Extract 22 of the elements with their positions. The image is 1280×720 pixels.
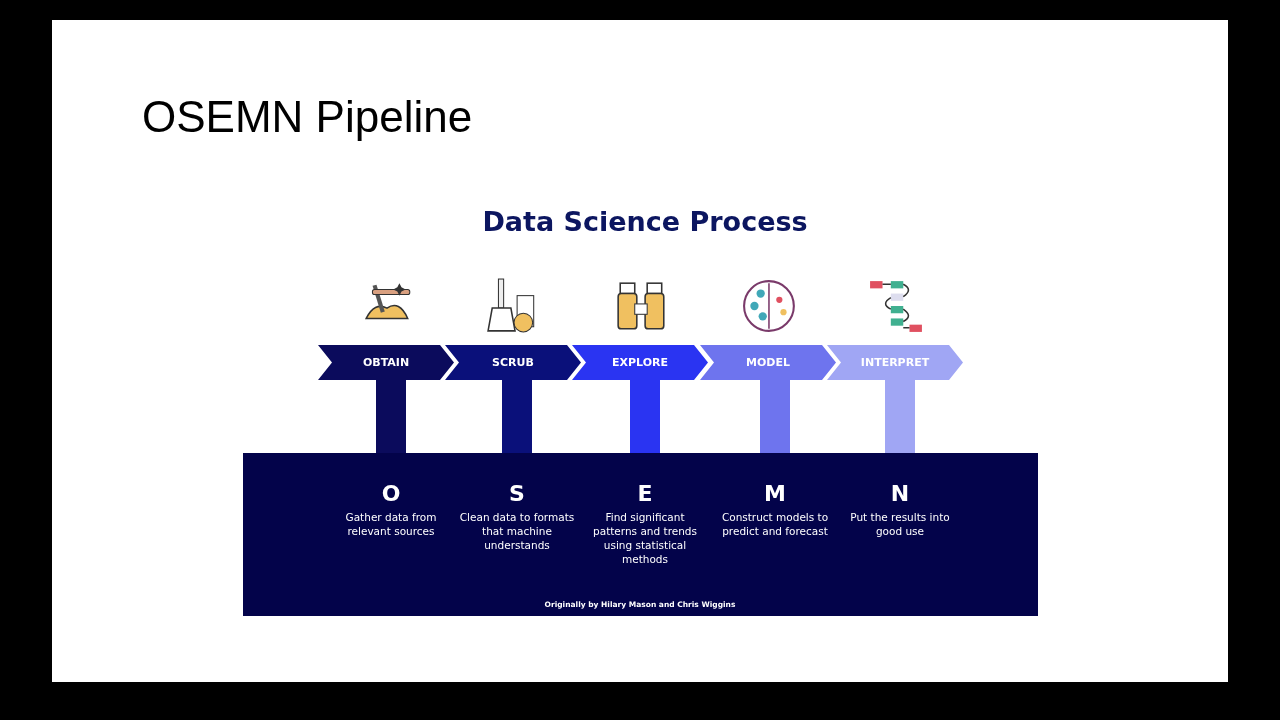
slide-title: OSEMN Pipeline [142,92,473,142]
process-step-banner: EXPLORE [572,345,708,380]
process-step-banner: INTERPRET [827,345,963,380]
connector-stem [885,380,915,453]
process-step-banner: OBTAIN [318,345,454,380]
step-letter: M [764,481,786,506]
step-letter: N [890,481,910,506]
step-letter: E [637,481,653,506]
connector-stem [376,380,406,453]
process-step-banner: SCRUB [445,345,581,380]
connector-stem [760,380,790,453]
step-description: Find significant patterns and trends using statistical methods [592,510,698,566]
diagram-heading: Data Science Process [482,206,808,237]
step-description: Clean data to formats that machine understands [458,510,576,552]
step-letter: S [509,481,525,506]
process-step-banner: MODEL [700,345,836,380]
connector-stem [502,380,532,453]
step-description: Construct models to predict and forecast [720,510,830,538]
summary-band [243,453,1038,616]
step-description: Gather data from relevant sources [344,510,438,538]
step-description: Put the results into good use [849,510,951,538]
step-letter: O [381,481,401,506]
